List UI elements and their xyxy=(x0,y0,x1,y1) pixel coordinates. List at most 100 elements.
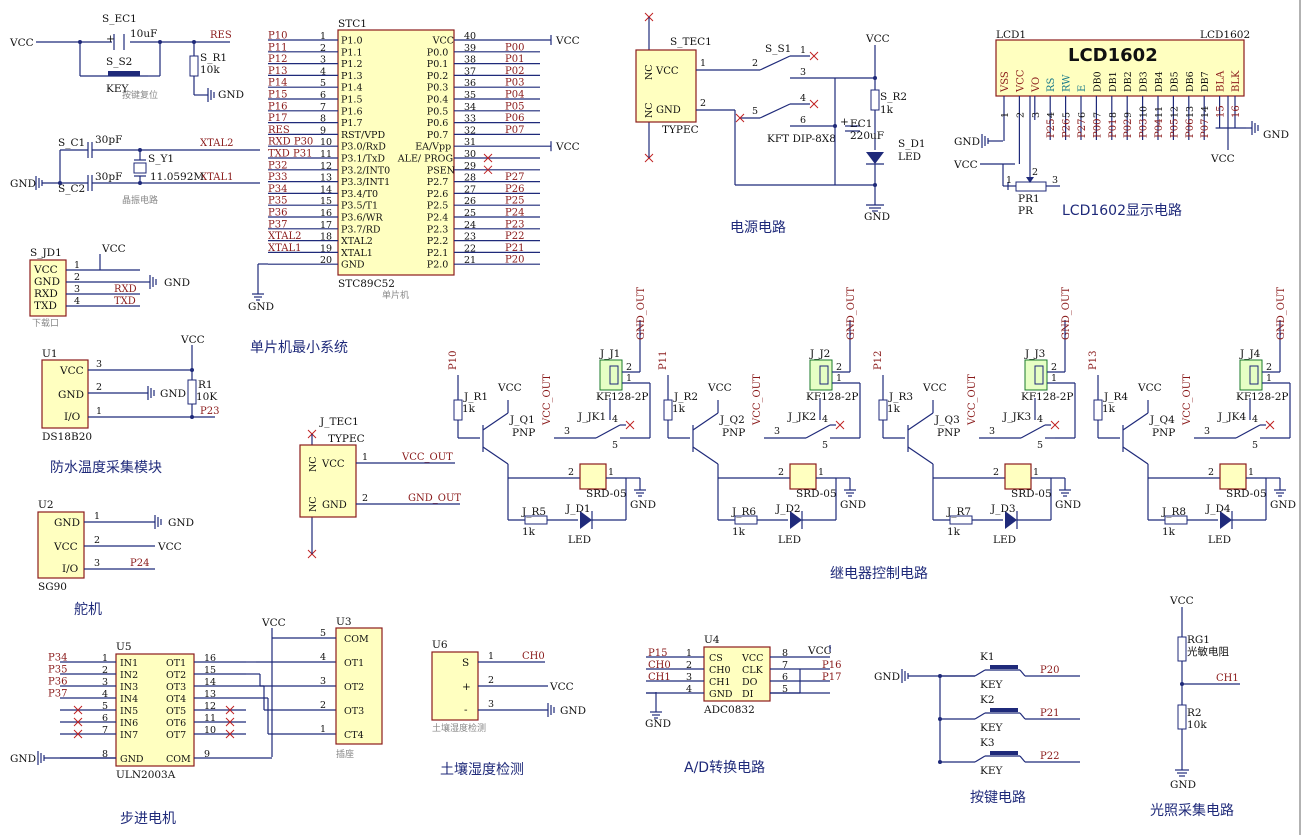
power-switch-ref: S_S1 xyxy=(765,43,791,55)
stepper-vcc: VCC xyxy=(261,617,286,629)
uln-in-label: IN6 xyxy=(120,718,138,729)
relay-led-label: LED xyxy=(778,534,801,546)
relay-gnd-out: GND_OUT xyxy=(846,287,857,340)
uln-in-num: 4 xyxy=(102,689,108,700)
relay-vcc: VCC xyxy=(1137,382,1162,394)
relay-j-pin: 2 xyxy=(836,362,842,373)
dl-rxd-net: RXD xyxy=(114,284,137,295)
relay-gnd-out: GND_OUT xyxy=(1061,287,1072,340)
lcd-pin-num: 9 xyxy=(1123,112,1134,118)
relay-led-label: LED xyxy=(568,534,591,546)
mcu-pin-label: P0.3 xyxy=(427,83,449,94)
uln-out-num: 16 xyxy=(204,653,216,664)
servo-num-2: 2 xyxy=(94,535,100,546)
mcu-pin-num: 26 xyxy=(464,196,476,207)
relay-gnd-out: GND_OUT xyxy=(636,287,647,340)
relay-r2-val: 1k xyxy=(522,526,536,538)
dl-num-2: 2 xyxy=(74,272,80,283)
mcu-pin-label: P2.0 xyxy=(427,260,449,271)
dl-txd-net: TXD xyxy=(114,296,136,307)
power-nc2: NC xyxy=(644,102,655,118)
mcu-pin-label: P0.1 xyxy=(427,59,449,70)
uln-out-label: OT3 xyxy=(166,682,186,693)
relay-coil xyxy=(789,463,817,490)
mcu-chip: STC1 P1.01P10P1.12P11P1.23P12P1.34P13P1.… xyxy=(248,18,580,313)
lcd-pin-num: 15 xyxy=(1216,105,1227,118)
lcd-pin-label: DB2 xyxy=(1123,71,1134,92)
title-relay: 继电器控制电路 xyxy=(830,566,928,582)
power-led-label: LED xyxy=(898,151,921,163)
servo-num-1: 1 xyxy=(94,511,100,522)
relay-pin: 5 xyxy=(1037,440,1043,451)
tec2-nc2: NC xyxy=(308,496,319,512)
lcd-vcc-bottom: VCC xyxy=(1210,153,1235,165)
relay-gnd: GND xyxy=(840,499,866,511)
socket-pin-num: 1 xyxy=(320,724,326,735)
adc-left-label: CH1 xyxy=(709,677,731,688)
mcu-pin-num: 1 xyxy=(320,31,326,42)
relay-j-pin: 2 xyxy=(1051,362,1057,373)
relay-pin: 2 xyxy=(993,467,999,478)
light-res-val: 10k xyxy=(1187,719,1207,731)
lcd-pin-num: 3 xyxy=(1031,112,1042,118)
uln-out-num: 12 xyxy=(204,701,216,712)
temp-part: DS18B20 xyxy=(42,431,92,443)
uln-net: P35 xyxy=(48,665,67,676)
uln-in-label: IN7 xyxy=(120,730,138,741)
lcd-pin-label: RS xyxy=(1046,77,1057,92)
keys-gnd: GND xyxy=(874,671,900,683)
xtal-freq: 11.0592M xyxy=(150,171,204,183)
relay-pin: 4 xyxy=(612,414,618,425)
mcu-net-label: XTAL1 xyxy=(268,243,301,254)
soil-pin-s: S xyxy=(462,657,469,669)
relay-led-ref: J_D4 xyxy=(1205,503,1231,515)
mcu-pin-label: RST/VPD xyxy=(341,130,385,141)
uln-out-num: 9 xyxy=(204,749,210,760)
servo-vcc: VCC xyxy=(157,541,182,553)
title-lcd: LCD1602显示电路 xyxy=(1062,203,1182,219)
lcd-part: LCD1602 xyxy=(1200,29,1250,41)
sw-pin-5: 5 xyxy=(752,106,758,117)
light-gnd: GND xyxy=(1170,779,1196,791)
lcd-pin-label: DB0 xyxy=(1092,71,1103,92)
relay-pnp: PNP xyxy=(1152,427,1175,439)
mcu-pin-label: P1.7 xyxy=(341,118,363,129)
mcu-pin-num: 10 xyxy=(320,137,332,148)
dl-caption: 下载口 xyxy=(32,317,59,329)
lcd-circuit: LCD1 LCD1602 LCD1602 VSS1VCC2VO3RS4P25RW… xyxy=(953,29,1289,217)
mcu-pin-label: P3.2/INT0 xyxy=(341,165,390,176)
relay-pin: 4 xyxy=(1037,414,1043,425)
adc-left-net: P15 xyxy=(648,648,667,659)
mcu-pin-label: P3.7/RD xyxy=(341,224,381,235)
lcd-pin-label: RW xyxy=(1062,74,1073,92)
uln-in-label: IN3 xyxy=(120,682,138,693)
power-cap-val: 220uF xyxy=(850,130,884,142)
uln-out-label: OT6 xyxy=(166,718,186,729)
tec2-gnd: GND xyxy=(322,500,347,511)
relay-pin: 1 xyxy=(608,467,614,478)
mcu-pin-label: GND xyxy=(341,260,365,271)
xtal2-net: XTAL2 xyxy=(200,138,233,149)
adc-gnd: GND xyxy=(645,718,671,730)
uln-in-num: 6 xyxy=(102,713,108,724)
adc-right-label: VCC xyxy=(741,653,763,664)
relay-r2-val: 1k xyxy=(732,526,746,538)
relay-gnd: GND xyxy=(630,499,656,511)
mcu-pin-num: 40 xyxy=(464,31,476,42)
key-net: P22 xyxy=(1040,751,1059,762)
soil-gnd: GND xyxy=(560,705,586,717)
soil-num-2: 2 xyxy=(488,675,494,686)
mcu-pin-num: 9 xyxy=(320,125,326,136)
adc-left-net: CH0 xyxy=(648,660,671,671)
mcu-pin-label: P1.0 xyxy=(341,36,363,47)
pot-pin-1: 1 xyxy=(1006,175,1012,186)
lcd-net-label: P25 xyxy=(1046,119,1057,138)
mcu-net-label: P11 xyxy=(268,42,287,53)
adc-right-num: 7 xyxy=(782,660,788,671)
mcu-pin-num: 2 xyxy=(320,43,326,54)
relay-r2-ref: J_R6 xyxy=(731,506,756,518)
lcd-body xyxy=(995,39,1245,97)
mcu-pin-label: P2.1 xyxy=(427,248,449,259)
mcu-pin-label: P2.7 xyxy=(427,177,449,188)
adc-right-net: P17 xyxy=(822,672,841,683)
